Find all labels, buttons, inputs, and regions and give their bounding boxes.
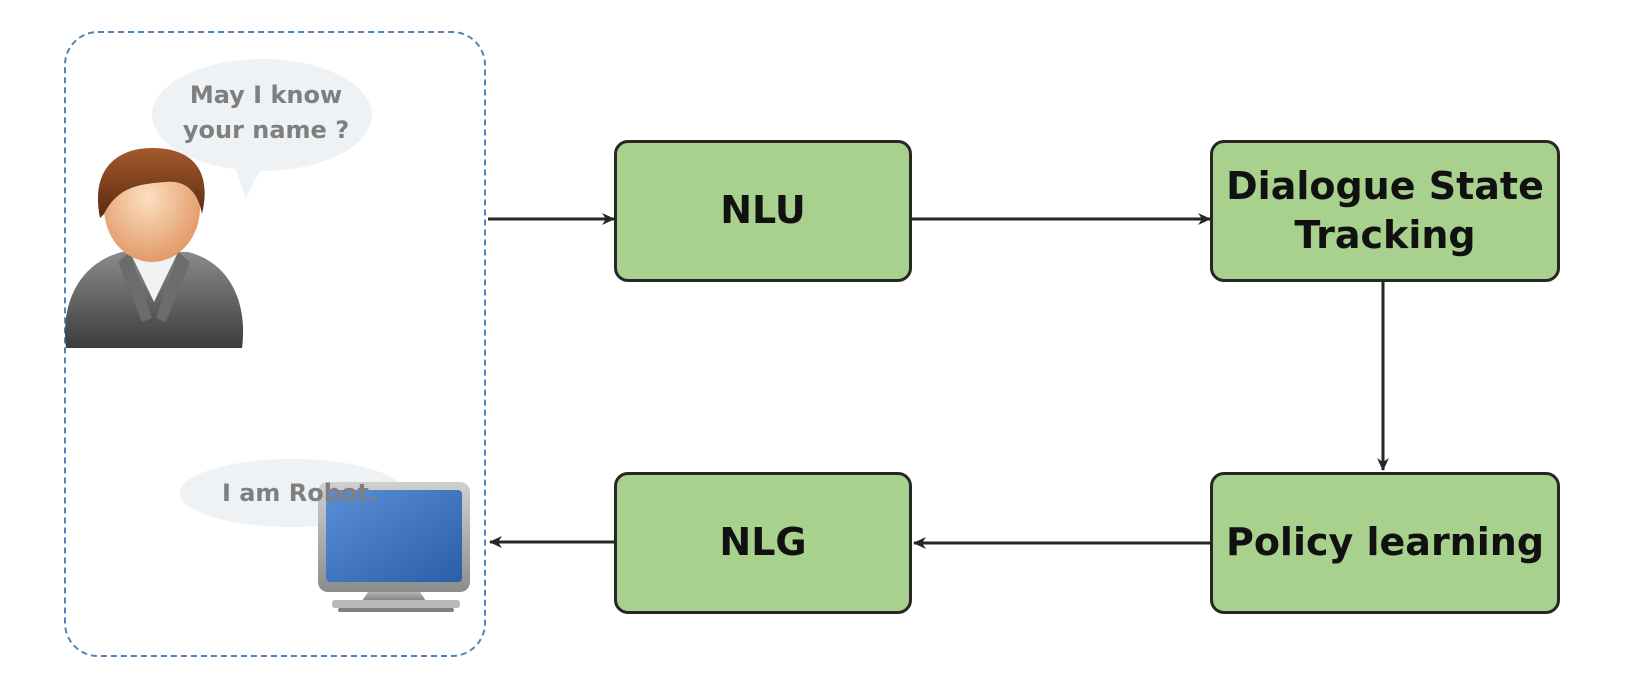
dst-label-line-1: Dialogue State [1226, 163, 1544, 208]
dialogue-state-tracking-module: Dialogue State Tracking [1210, 140, 1560, 282]
computer-monitor-icon [318, 482, 470, 612]
user-avatar-icon [65, 148, 244, 348]
user-speech-text: May I know your name ? [166, 78, 366, 148]
robot-speech-text: I am Robot. [221, 479, 379, 507]
dialogue-state-tracking-label: Dialogue State Tracking [1226, 162, 1544, 261]
nlg-module: NLG [614, 472, 912, 614]
nlu-label: NLU [720, 188, 806, 233]
user-speech-line-2: your name ? [182, 115, 350, 144]
nlg-label: NLG [719, 520, 807, 565]
user-speech-line-1: May I know [189, 81, 343, 109]
nlu-module: NLU [614, 140, 912, 282]
policy-learning-label: Policy learning [1225, 520, 1545, 565]
policy-learning-module: Policy learning [1210, 472, 1560, 614]
user-speech-bubble [152, 59, 372, 198]
dialogue-participants-panel [64, 31, 486, 657]
dst-label-line-2: Tracking [1294, 213, 1476, 257]
